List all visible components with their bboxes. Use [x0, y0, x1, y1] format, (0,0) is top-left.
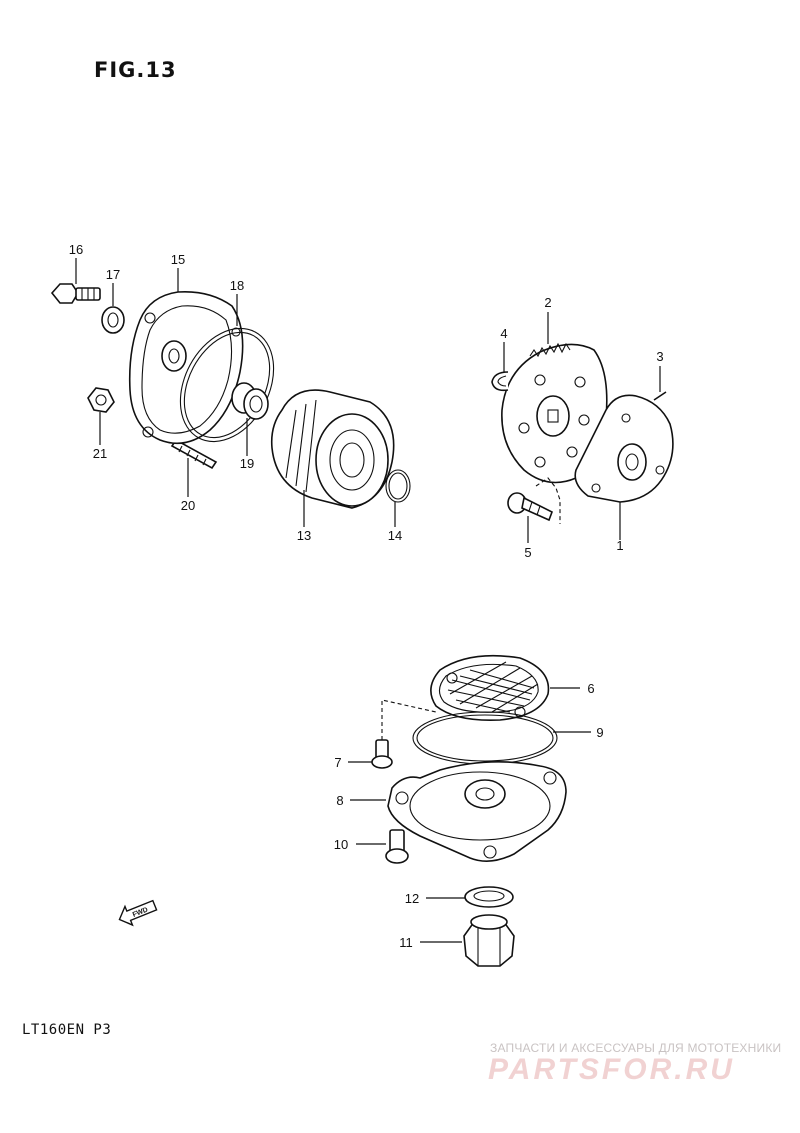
part-14-o-ring	[385, 469, 411, 503]
callout-15: 15	[171, 252, 185, 267]
fwd-arrow-icon: FWD	[118, 899, 158, 927]
callout-2: 2	[544, 295, 551, 310]
part-6-oil-strainer	[430, 654, 550, 722]
callout-19: 19	[240, 456, 254, 471]
callout-1: 1	[616, 538, 623, 553]
part-3-pin	[653, 391, 667, 401]
callout-20: 20	[181, 498, 195, 513]
callout-13: 13	[297, 528, 311, 543]
part-1-pump-body	[574, 394, 674, 503]
callout-3: 3	[656, 349, 663, 364]
callout-8: 8	[336, 793, 343, 808]
callout-10: 10	[334, 837, 348, 852]
part-21-nut	[87, 387, 115, 413]
part-20-stud	[170, 438, 218, 470]
callout-16: 16	[69, 242, 83, 257]
part-15-filter-cap	[128, 290, 244, 445]
figure-title: FIG.13	[94, 58, 177, 82]
watermark-logo: PARTSFOR.RU	[488, 1053, 735, 1086]
part-19-spring	[231, 382, 269, 420]
part-13-oil-filter	[270, 389, 395, 509]
callout-21: 21	[93, 446, 107, 461]
part-4-circlip	[491, 371, 509, 392]
model-code: LT160EN P3	[22, 1022, 112, 1038]
part-16-bolt	[50, 283, 101, 304]
callout-11: 11	[399, 935, 413, 950]
part-12-gasket	[464, 886, 514, 908]
callout-5: 5	[524, 545, 531, 560]
callout-12: 12	[405, 891, 419, 906]
part-17-washer	[101, 306, 125, 334]
callout-9: 9	[596, 725, 603, 740]
callout-4: 4	[500, 326, 507, 341]
part-5-screw	[507, 492, 554, 522]
watermark-tagline: ЗАПЧАСТИ И АКСЕССУАРЫ ДЛЯ МОТОТЕХНИКИ	[490, 1041, 782, 1055]
part-7-bolt	[371, 739, 393, 769]
leader-lines	[75, 258, 661, 943]
part-2-pump-gear	[501, 342, 608, 484]
callout-18: 18	[230, 278, 244, 293]
callout-6: 6	[587, 681, 594, 696]
callout-numbers: 16 17 15 18 19 21 20 13 14 2 4 3 5 1 6 9…	[69, 242, 664, 950]
callout-17: 17	[106, 267, 120, 282]
part-11-drain-plug	[463, 914, 515, 967]
part-8-strainer-cap	[387, 761, 567, 862]
callout-14: 14	[388, 528, 402, 543]
callout-7: 7	[334, 755, 341, 770]
part-10-bolt	[385, 829, 409, 864]
